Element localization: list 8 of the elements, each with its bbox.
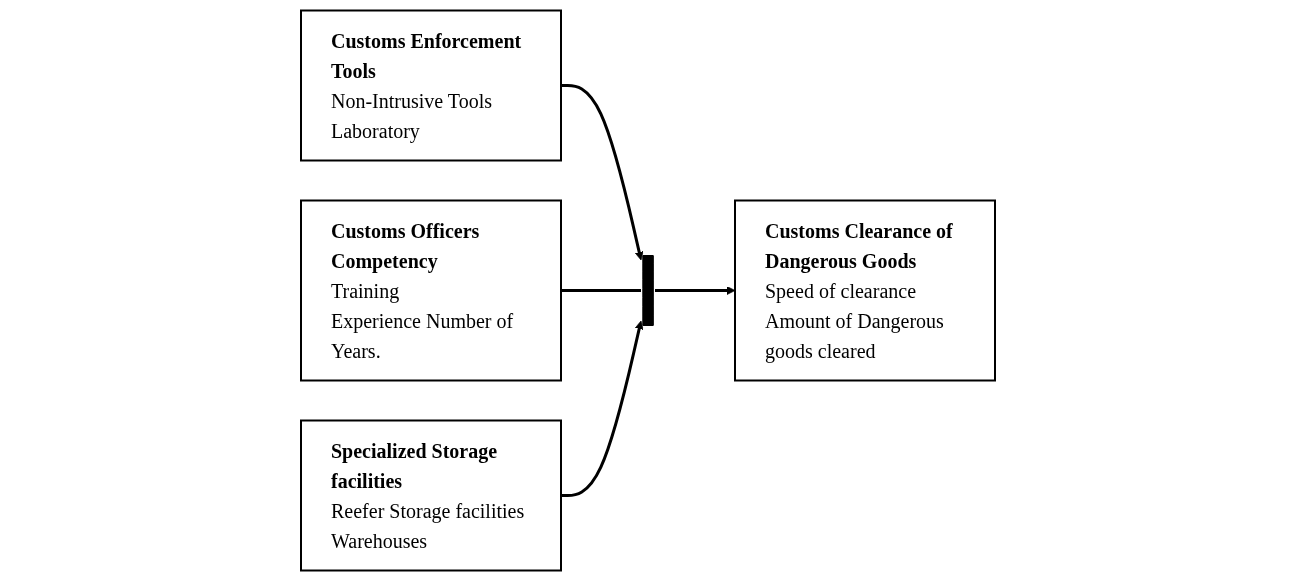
- arrow: [654, 286, 735, 295]
- node-box: Customs Clearance of Dangerous Goods Speed of clearance Amount of Dangerous goods cleared: [733, 199, 996, 382]
- arrow: [560, 84, 643, 261]
- connector: [560, 289, 641, 292]
- node-box: Customs Officers Competency Training Experience Number of Years.: [299, 199, 562, 382]
- arrow: [560, 320, 643, 497]
- node-box: Customs Enforcement Tools Non-Intrusive Tools Laboratory: [299, 9, 562, 162]
- node-box: Specialized Storage facilities Reefer Storage facilities Warehouses: [299, 419, 562, 572]
